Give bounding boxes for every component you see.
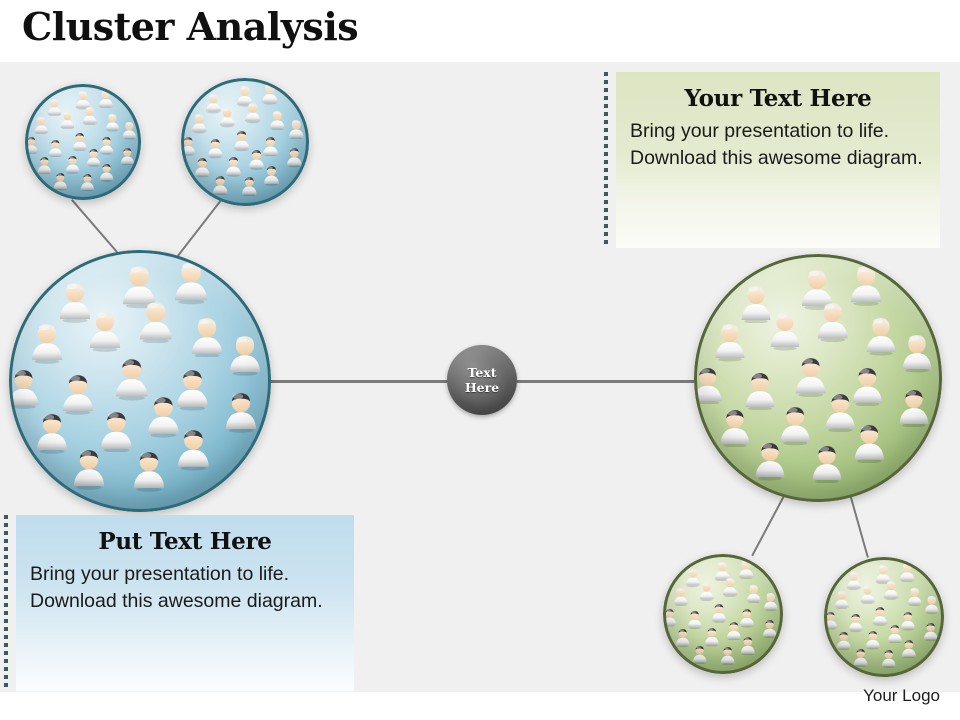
text-panel-top-right[interactable]: Your Text Here Bring your presentation t… [604,72,940,248]
center-connector-line1: Text [467,364,497,380]
page-title: Cluster Analysis [22,4,359,49]
cluster-rim [694,254,942,502]
dotted-divider-top-right [604,72,608,248]
text-panel-bottom-left-title: Put Text Here [98,528,272,555]
cluster-green-main[interactable] [694,254,942,502]
text-panel-bottom-left-box: Put Text Here Bring your presentation to… [16,515,354,691]
cluster-blue-main[interactable] [9,250,271,512]
center-connector-label: Text Here [465,365,499,396]
text-panel-top-right-title: Your Text Here [684,85,872,112]
connector-blue-main-to-center [271,379,447,383]
cluster-rim [181,78,309,206]
cluster-green-small-1[interactable] [663,554,783,674]
cluster-rim [663,554,783,674]
connector-center-to-green-main [517,379,696,383]
text-panel-top-right-body: Bring your presentation to life. Downloa… [630,120,923,169]
text-panel-top-right-box: Your Text Here Bring your presentation t… [616,72,940,248]
center-connector-node[interactable]: Text Here [447,345,517,415]
logo-placeholder: Your Logo [863,686,940,705]
slide-footer-band [0,692,960,720]
slide-header-band [0,0,960,62]
text-panel-bottom-left-body: Bring your presentation to life. Downloa… [30,563,323,612]
dotted-divider-bottom-left [4,515,8,691]
cluster-blue-small-1[interactable] [25,84,141,200]
cluster-green-small-2[interactable] [824,557,944,677]
center-connector-line2: Here [464,380,500,395]
cluster-rim [824,557,944,677]
cluster-rim [25,84,141,200]
cluster-blue-small-2[interactable] [181,78,309,206]
text-panel-bottom-left[interactable]: Put Text Here Bring your presentation to… [4,515,354,691]
cluster-rim [9,250,271,512]
